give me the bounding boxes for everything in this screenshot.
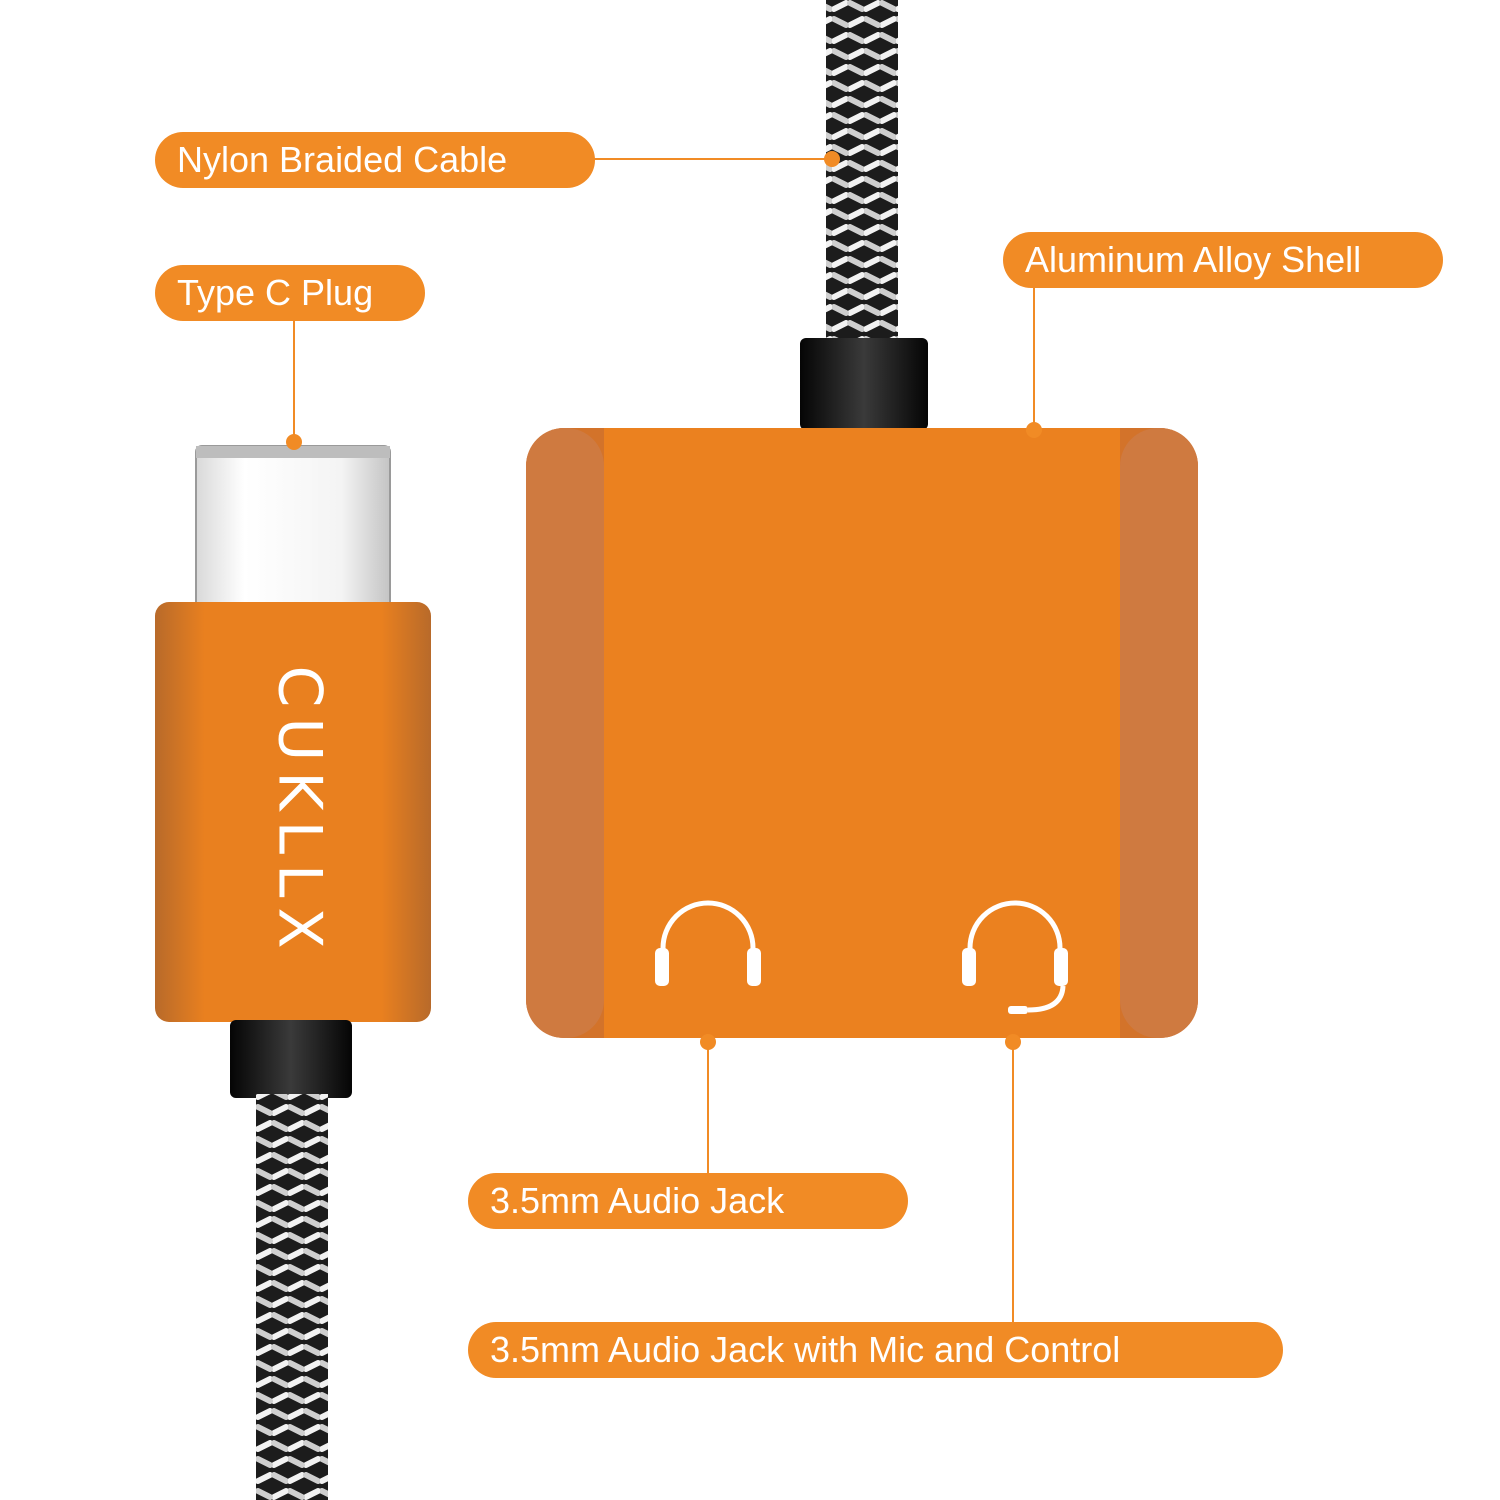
- braided-cable-top: [826, 0, 898, 345]
- usb-c-tip-edge: [196, 446, 390, 458]
- brand-logo: CUKLLX: [264, 665, 334, 958]
- braided-cable-bottom: [256, 1094, 328, 1500]
- strain-relief-top: [800, 338, 928, 430]
- headset-mic-icon: [962, 900, 1068, 1014]
- callout-type-c-plug: Type C Plug: [155, 265, 425, 321]
- usb-c-metal-tip: [195, 445, 391, 609]
- shell-front-panel: [604, 428, 1120, 1038]
- plug-housing: [155, 602, 431, 1022]
- headphones-icon: [655, 900, 761, 986]
- callout-nylon-braided-cable: Nylon Braided Cable: [155, 132, 595, 188]
- callout-audio-jack: 3.5mm Audio Jack: [468, 1173, 908, 1229]
- shell-edge-left: [526, 428, 604, 1038]
- strain-relief-bottom: [230, 1020, 352, 1098]
- shell-edge-right: [1120, 428, 1198, 1038]
- leader-lines: [286, 151, 1042, 1322]
- callout-aluminum-alloy-shell: Aluminum Alloy Shell: [1003, 232, 1443, 288]
- callout-audio-jack-mic-control: 3.5mm Audio Jack with Mic and Control: [468, 1322, 1283, 1378]
